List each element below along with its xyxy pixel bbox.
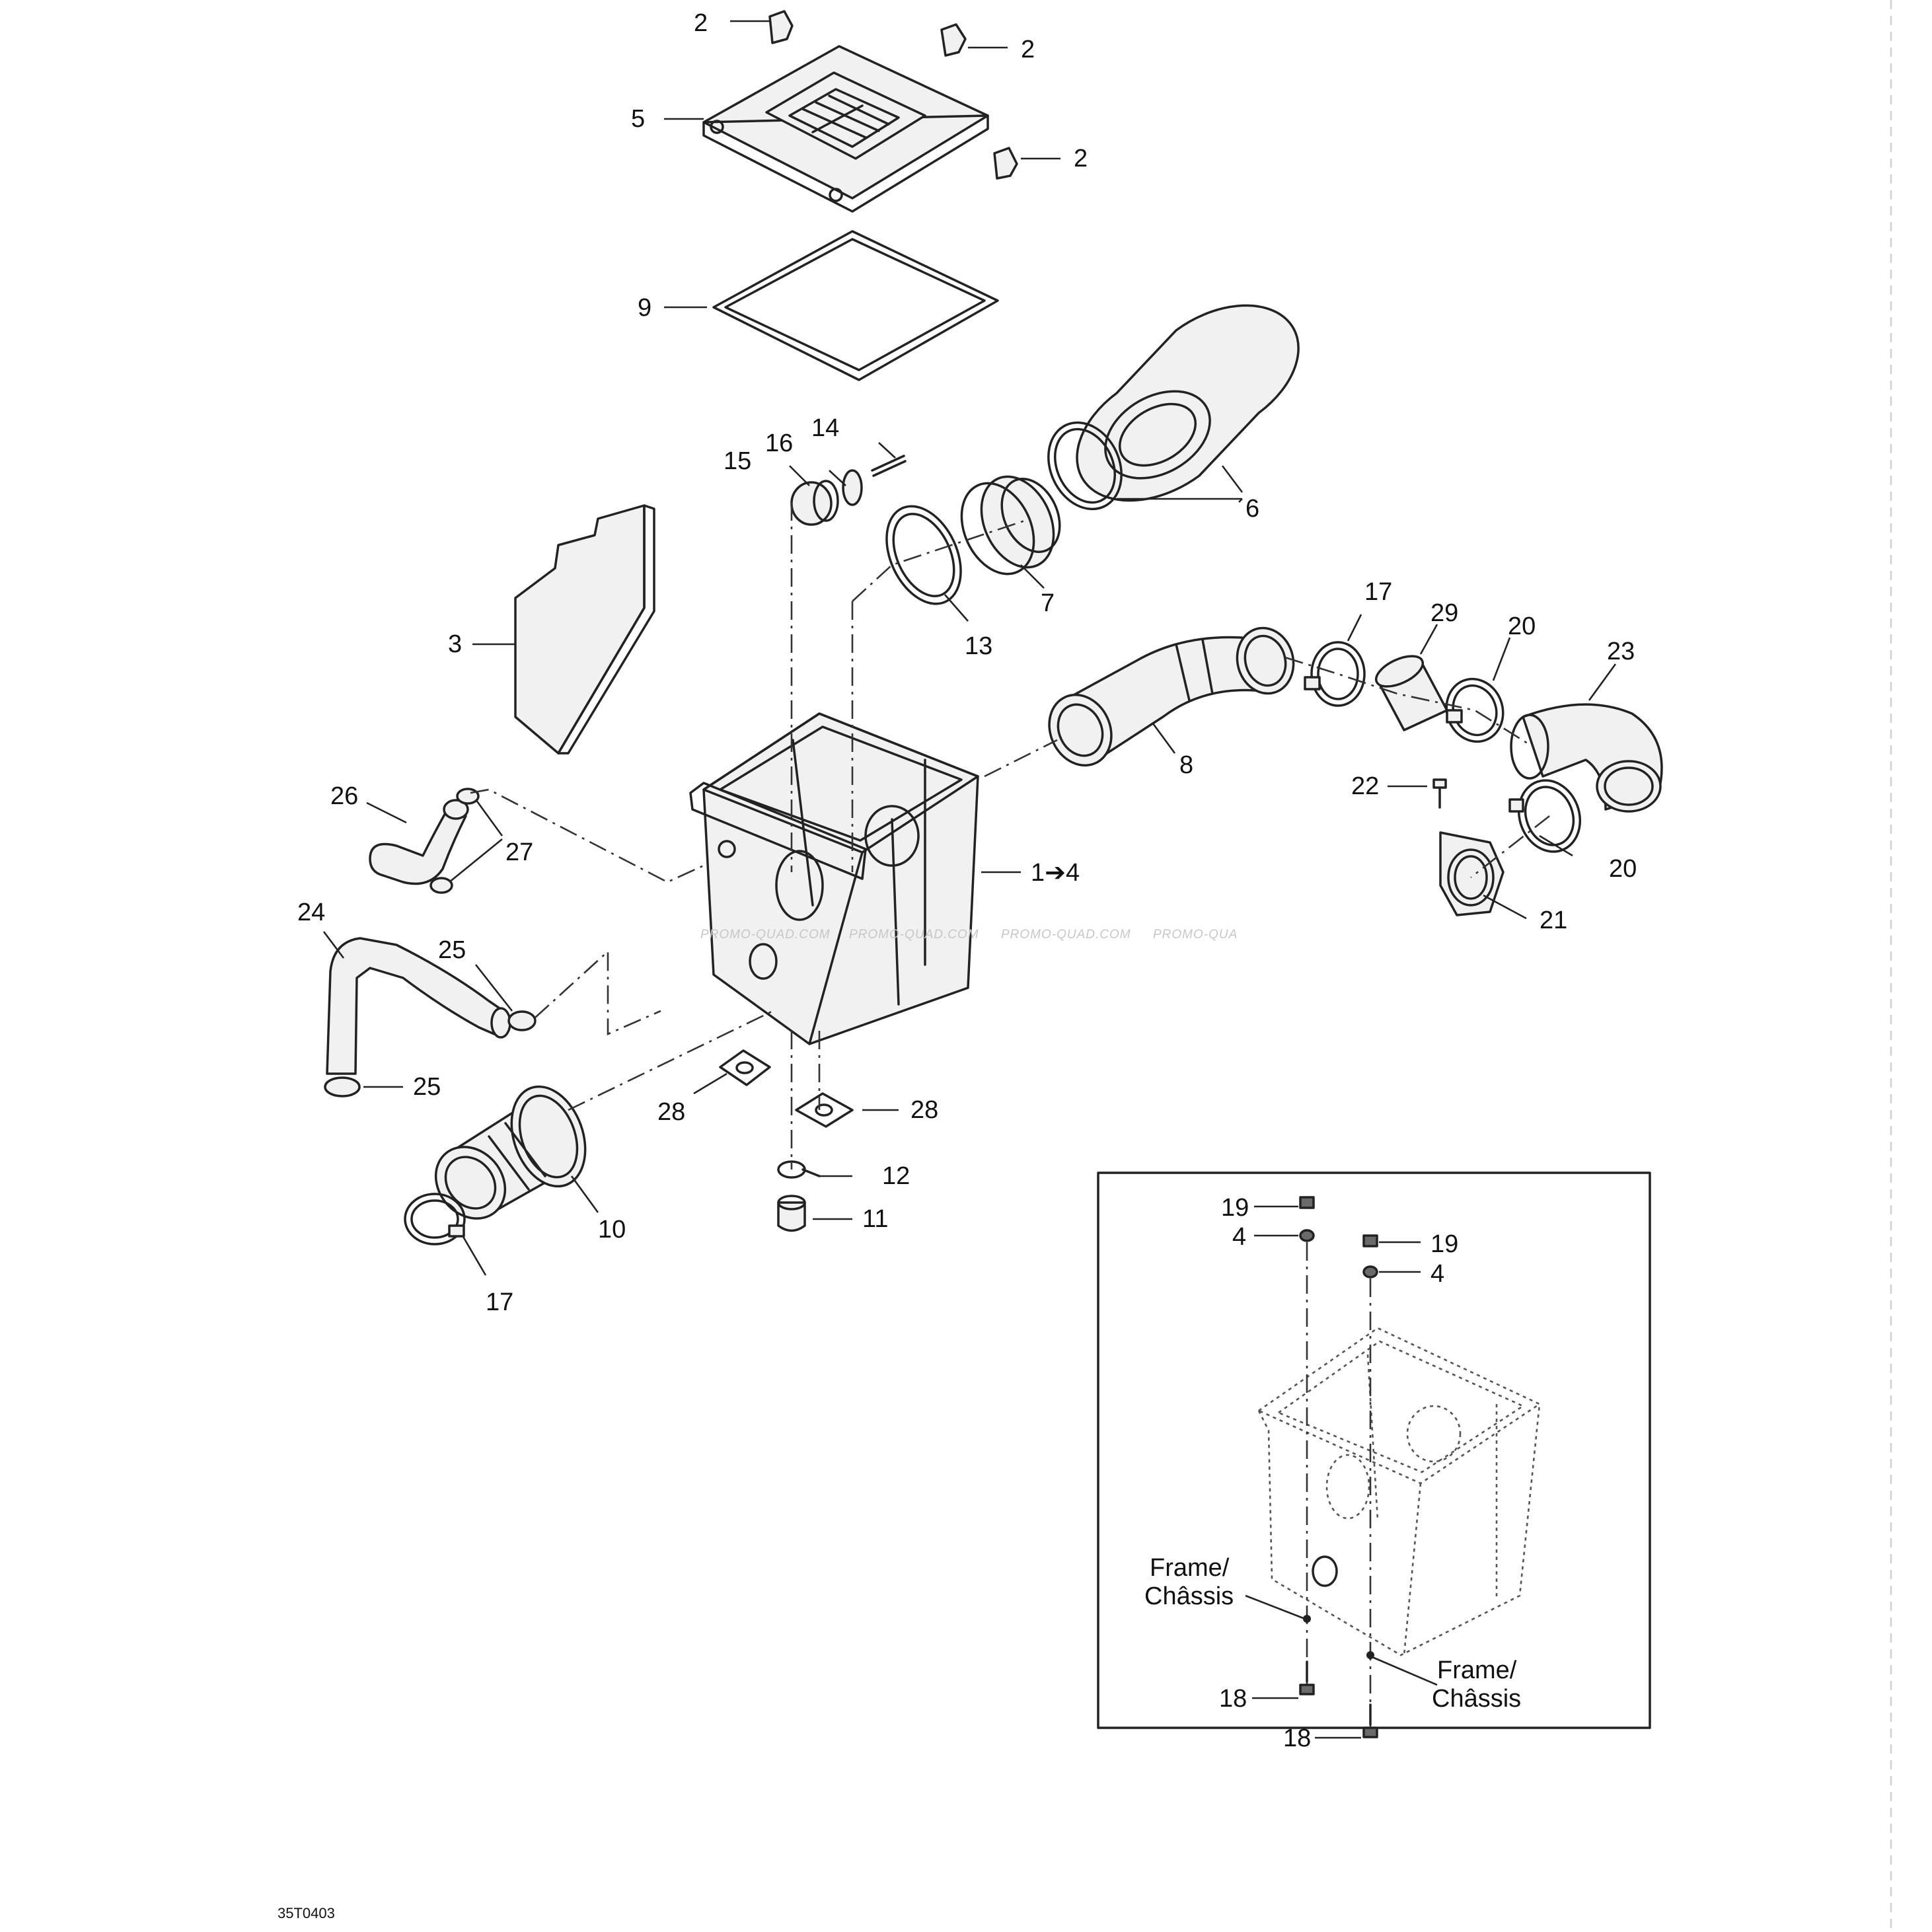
callout-29: 29 — [1430, 599, 1458, 627]
callout-22: 22 — [1351, 772, 1379, 800]
watermark-text-4: PROMO-QUA — [1153, 928, 1238, 942]
callout-1-to-4: 1➔4 — [1031, 859, 1080, 887]
callout-7: 7 — [1041, 589, 1055, 617]
part-14-pin[interactable] — [871, 455, 907, 477]
inset-callout-18-left: 18 — [1219, 1685, 1247, 1713]
callout-20-upper: 20 — [1508, 613, 1536, 640]
inset-callout-4-right: 4 — [1430, 1260, 1444, 1288]
part-9-gasket[interactable] — [712, 230, 999, 381]
assembly-centerlines — [470, 502, 1550, 1170]
part-7-coupling[interactable] — [947, 465, 1071, 586]
callout-12: 12 — [882, 1162, 910, 1190]
inset-washer-4-left[interactable] — [1299, 1229, 1315, 1242]
watermark-text-3: PROMO-QUAD.COM — [1001, 928, 1131, 942]
inset-nut-19-left[interactable] — [1299, 1196, 1315, 1209]
inset-bolt-18-left[interactable] — [1299, 1660, 1315, 1695]
callout-13: 13 — [965, 632, 992, 660]
part-2-clip-top-left[interactable] — [768, 10, 794, 44]
part-2-clip-right[interactable] — [993, 147, 1018, 180]
callout-9: 9 — [638, 294, 651, 322]
part-11-drain-valve[interactable] — [777, 1195, 806, 1232]
callout-21: 21 — [1540, 907, 1567, 934]
leader-lines — [322, 20, 1617, 1276]
callout-3: 3 — [448, 630, 462, 658]
callout-2-right: 2 — [1074, 145, 1088, 172]
diagram-code: 35T0403 — [278, 1905, 335, 1921]
part-24-hose[interactable] — [326, 937, 511, 1075]
inset-frame-label-right-line1: Frame/ — [1437, 1656, 1517, 1684]
callout-5: 5 — [631, 105, 645, 133]
watermark-text-2: PROMO-QUAD.COM — [849, 928, 979, 942]
inset-frame-point-left — [1303, 1615, 1311, 1623]
callout-15: 15 — [724, 447, 751, 475]
callout-17-upper: 17 — [1364, 578, 1392, 606]
part-3-shield-panel[interactable] — [514, 504, 655, 755]
part-23-elbow[interactable] — [1510, 703, 1663, 813]
part-2-clip-top-right[interactable] — [940, 23, 967, 57]
part-17-clamp-lower[interactable] — [404, 1193, 466, 1245]
part-25-clamp-lower[interactable] — [324, 1076, 361, 1097]
callout-26: 26 — [330, 782, 358, 810]
part-10-rubber-boot[interactable] — [422, 1076, 599, 1232]
callout-17-lower: 17 — [486, 1288, 513, 1316]
callout-25-upper: 25 — [438, 936, 466, 964]
callout-10: 10 — [598, 1216, 626, 1244]
part-15-plug[interactable] — [790, 480, 839, 526]
inset-frame-label-left-line1: Frame/ — [1150, 1554, 1230, 1582]
callout-20-lower: 20 — [1609, 855, 1637, 883]
callout-2-top-right: 2 — [1021, 36, 1035, 63]
part-27-clamp-upper[interactable] — [456, 788, 480, 805]
callout-27: 27 — [505, 838, 533, 866]
callout-25-lower: 25 — [413, 1073, 441, 1101]
part-26-hose[interactable] — [369, 799, 469, 885]
part-6-clamp[interactable] — [1035, 410, 1135, 521]
inset-callout-4-left: 4 — [1232, 1223, 1246, 1251]
callout-2-top-left: 2 — [694, 9, 708, 37]
callout-24: 24 — [297, 899, 325, 926]
part-28-seal-right[interactable] — [795, 1092, 854, 1128]
watermark-row: PROMO-QUAD.COM PROMO-QUAD.COM PROMO-QUAD… — [700, 928, 1238, 942]
part-22-screw[interactable] — [1432, 778, 1447, 809]
part-13-clamp[interactable] — [872, 494, 976, 616]
callout-6: 6 — [1245, 495, 1259, 523]
inset-washer-4-right[interactable] — [1362, 1265, 1378, 1279]
callout-8: 8 — [1179, 751, 1193, 779]
part-28-seal-left[interactable] — [719, 1049, 771, 1086]
inset-frame-label-left-line2: Châssis — [1144, 1582, 1234, 1610]
inset-frame-label-right-line2: Châssis — [1432, 1685, 1521, 1713]
part-5-airbox-cover[interactable] — [702, 45, 989, 213]
callout-23: 23 — [1607, 638, 1635, 665]
part-25-clamp-upper[interactable] — [507, 1010, 537, 1031]
inset-mounting-detail: 19 4 19 4 Frame/ Châssis Frame/ Châssis … — [1097, 1171, 1651, 1752]
inset-callout-18-right: 18 — [1283, 1725, 1311, 1752]
part-20-clamp-upper[interactable] — [1438, 671, 1512, 750]
part-21-bracket[interactable] — [1439, 831, 1505, 916]
watermark-text-1: PROMO-QUAD.COM — [700, 928, 831, 942]
callout-11: 11 — [862, 1205, 888, 1233]
inset-nut-19-right[interactable] — [1362, 1234, 1378, 1247]
inset-bolt-18-right[interactable] — [1362, 1703, 1378, 1738]
part-16-cap[interactable] — [842, 469, 863, 506]
callout-16: 16 — [765, 429, 793, 457]
inset-airbox-outline — [1257, 1327, 1542, 1656]
part-6-air-filter[interactable] — [1076, 304, 1300, 502]
inset-callout-19-right: 19 — [1430, 1230, 1458, 1258]
part-8-intake-tube[interactable] — [1038, 622, 1301, 776]
part-29-sleeve[interactable] — [1372, 650, 1448, 731]
part-17-clamp-upper[interactable] — [1304, 641, 1366, 707]
callout-labels: 2 2 2 5 9 14 16 15 6 7 13 3 17 29 20 23 … — [297, 9, 1637, 1316]
callout-28-right: 28 — [910, 1096, 938, 1124]
callout-14: 14 — [811, 414, 839, 442]
part-12-spring-clip[interactable] — [777, 1160, 821, 1179]
callout-28-left: 28 — [657, 1098, 685, 1126]
inset-callout-19-left: 19 — [1221, 1194, 1249, 1222]
part-27-clamp-lower[interactable] — [429, 877, 453, 894]
part-1-airbox-body[interactable] — [689, 712, 979, 1045]
